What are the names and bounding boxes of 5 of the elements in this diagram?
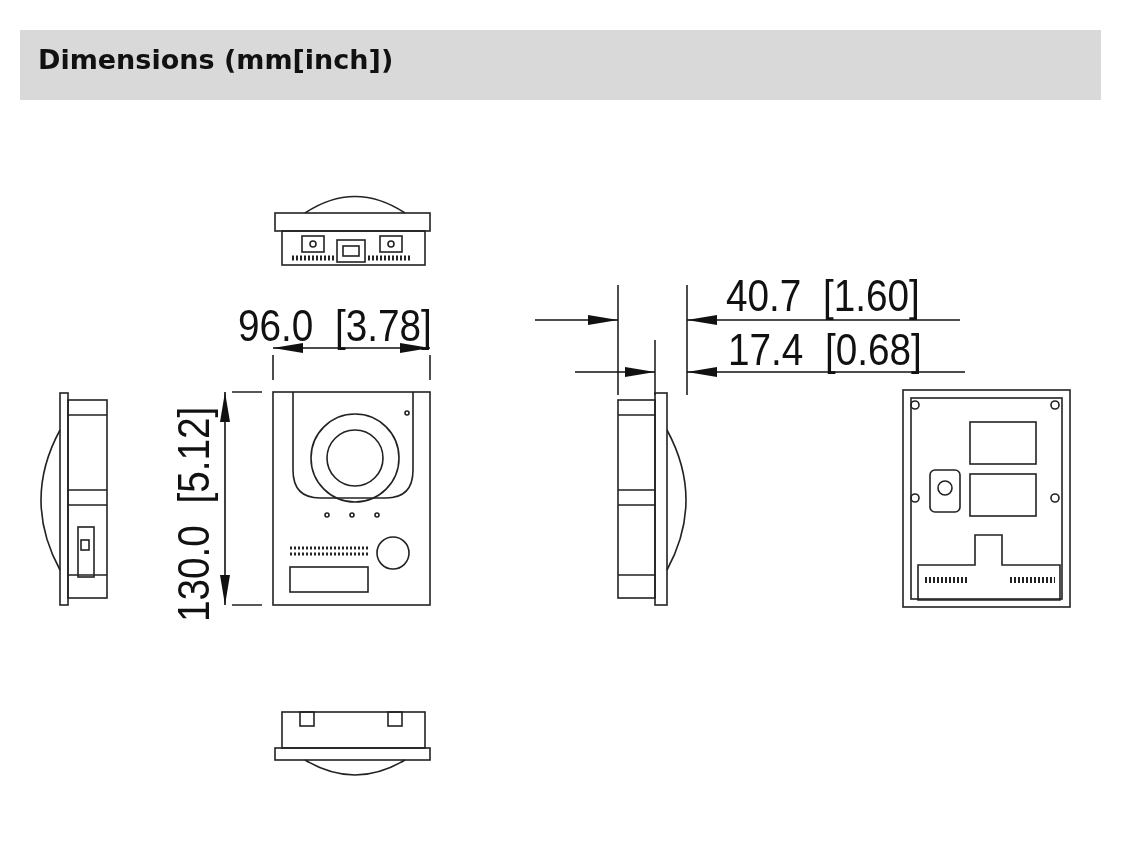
dimension-label: 40.7 [1.60]	[726, 274, 920, 318]
dimension-label: 96.0 [3.78]	[238, 304, 432, 348]
dimension-label: 17.4 [0.68]	[728, 328, 922, 372]
section-title: Dimensions (mm[inch])	[38, 44, 394, 75]
dimension-label: 130.0 [5.12]	[172, 406, 216, 622]
